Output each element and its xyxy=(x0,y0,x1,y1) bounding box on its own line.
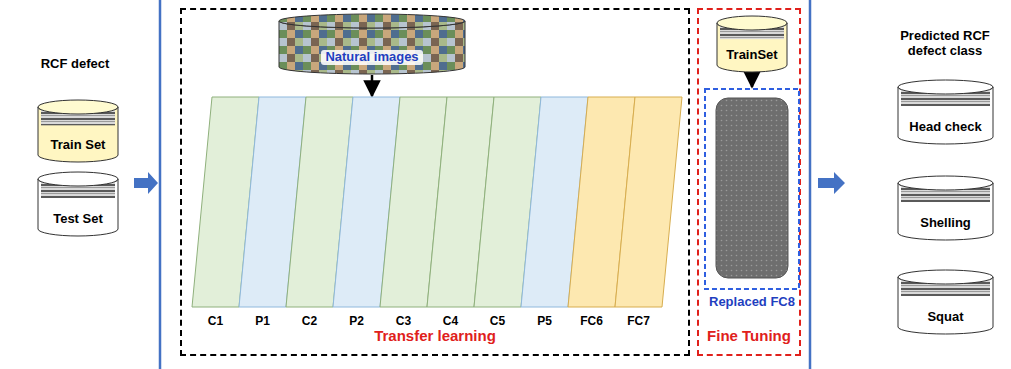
cylinder-top xyxy=(279,14,465,28)
cylinder-body xyxy=(898,277,993,334)
node-label: Test Set xyxy=(53,212,103,227)
heading-label: RCF defect xyxy=(20,56,130,71)
flow-arrow xyxy=(371,75,374,96)
flow-arrow xyxy=(818,172,845,194)
data-cylinder: Test Set xyxy=(38,172,118,236)
group-box: Natural imagesC1P1C2P2C3C4C5P5FC6FC7Tran… xyxy=(180,8,690,356)
cylinder-body xyxy=(38,107,118,162)
data-cylinder-outline xyxy=(38,172,118,236)
node-label: Natural images xyxy=(321,50,422,65)
data-cylinder-outline xyxy=(38,100,118,162)
data-cylinder: Shelling xyxy=(898,176,993,240)
layer-label: C2 xyxy=(302,315,317,329)
data-cylinder: Squat xyxy=(898,270,993,334)
group-title: Fine Tuning xyxy=(707,327,791,344)
cylinder-top xyxy=(898,80,993,94)
data-cylinder: Natural images xyxy=(279,14,465,74)
layer-block-outline xyxy=(615,97,682,329)
data-cylinder-outline xyxy=(279,14,465,74)
cylinder-top xyxy=(38,172,118,186)
fc8-layer xyxy=(716,98,788,278)
group-title: Transfer learning xyxy=(374,327,496,344)
layer-label: P5 xyxy=(537,315,552,329)
layer-shape xyxy=(615,97,682,307)
replaced-layer-box-outline xyxy=(704,88,800,310)
data-cylinder-outline xyxy=(898,270,993,334)
layer-label: FC7 xyxy=(627,315,650,329)
layer-label: C1 xyxy=(208,315,223,329)
cylinder-top xyxy=(898,270,993,284)
data-cylinder: TrainSet xyxy=(717,16,787,72)
flow-arrow xyxy=(751,73,754,87)
node-label: Train Set xyxy=(51,138,106,153)
heading-label: Predicted RCF defect class xyxy=(880,28,1010,58)
data-cylinder: Train Set xyxy=(38,100,118,162)
data-cylinder-outline xyxy=(898,80,993,144)
layer-label: P2 xyxy=(349,315,364,329)
cylinder-top xyxy=(898,176,993,190)
data-cylinder-outline xyxy=(898,176,993,240)
layer-block: FC7 xyxy=(615,97,682,329)
cylinder-body xyxy=(898,87,993,144)
cylinder-body xyxy=(279,21,465,74)
divider-line xyxy=(809,0,812,369)
cylinder-top xyxy=(38,100,118,114)
replaced-layer-box: Replaced FC8 xyxy=(704,88,800,310)
data-cylinder-outline xyxy=(717,16,787,72)
node-label: Head check xyxy=(909,120,981,135)
node-label: Replaced FC8 xyxy=(709,295,795,310)
cylinder-body xyxy=(898,183,993,240)
layer-label: P1 xyxy=(255,315,270,329)
data-cylinder: Head check xyxy=(898,80,993,144)
divider-line xyxy=(159,0,162,369)
cylinder-top xyxy=(717,16,787,30)
dashed-frame xyxy=(705,89,799,289)
group-box: TrainSetReplaced FC8Fine Tuning xyxy=(697,8,801,356)
node-label: TrainSet xyxy=(726,48,777,63)
node-label: Shelling xyxy=(920,216,971,231)
layer-label: FC6 xyxy=(580,315,603,329)
flow-arrow xyxy=(134,172,158,194)
node-label: Squat xyxy=(927,310,963,325)
cylinder-body xyxy=(38,179,118,236)
